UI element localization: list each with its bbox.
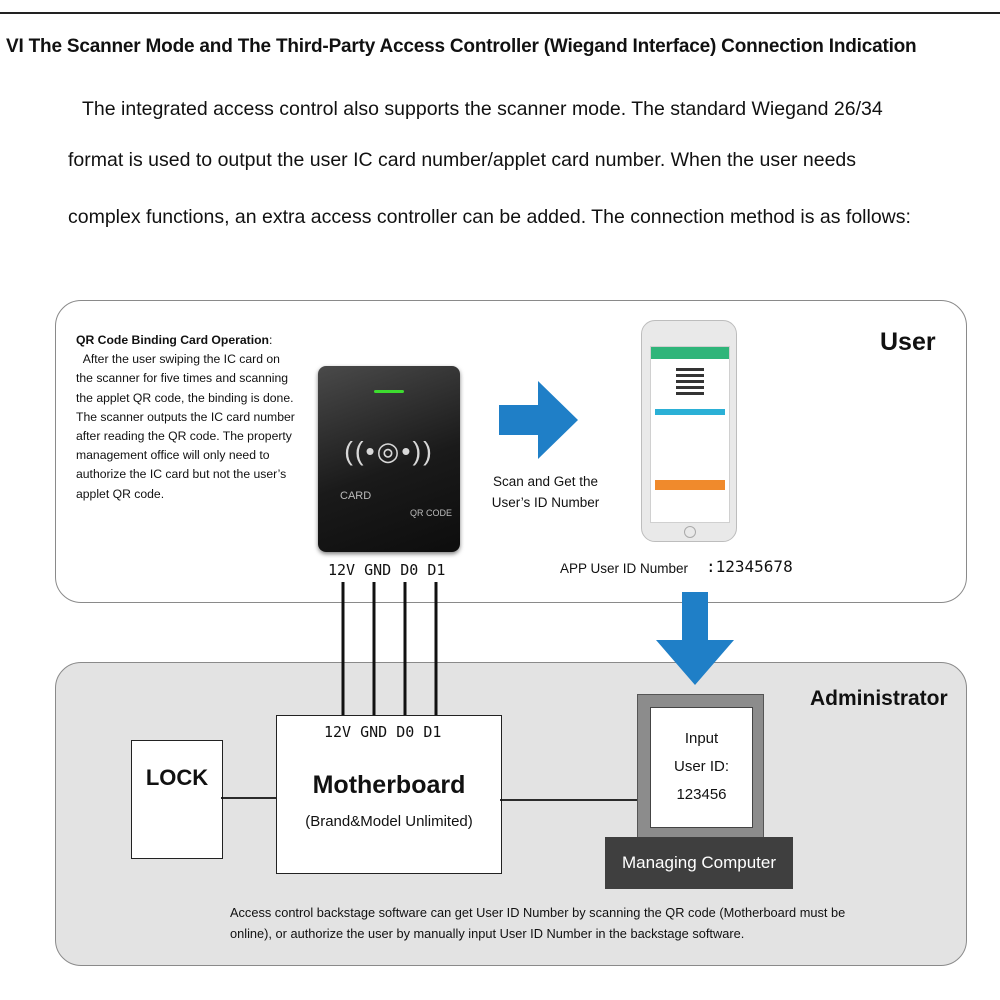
id-transfer-arrow-icon xyxy=(656,592,734,685)
phone-screen xyxy=(650,346,730,523)
app-user-id-label: APP User ID Number xyxy=(560,561,689,576)
top-rule xyxy=(0,12,1000,14)
scan-caption-line-1: Scan and Get the xyxy=(492,474,599,489)
motherboard-title: Motherboard xyxy=(312,771,466,799)
scan-caption-line-2: User’s ID Number xyxy=(491,495,600,510)
scanner-device: ((•◎•)) CARD QR CODE xyxy=(318,366,460,552)
phone-home-button xyxy=(684,526,696,538)
lock-label: LOCK xyxy=(145,765,209,790)
binding-note-title: QR Code Binding Card Operation xyxy=(76,333,269,347)
lock-box: LOCK xyxy=(131,740,223,859)
scanner-card-label: CARD xyxy=(340,490,372,502)
intro-line-1: The integrated access control also suppo… xyxy=(82,98,883,120)
scan-caption: Scan and Get the User’s ID Number xyxy=(483,471,608,513)
monitor-line-3: 123456 xyxy=(676,786,727,803)
scanner-pin-labels: 12V GND D0 D1 xyxy=(328,561,446,579)
qr-code-icon xyxy=(676,367,704,395)
monitor-text: Input User ID: 123456 xyxy=(651,725,752,809)
scan-arrow-icon xyxy=(499,381,578,459)
phone-info-bar xyxy=(655,409,725,415)
smartphone xyxy=(641,320,737,542)
monitor-line-2: User ID: xyxy=(673,758,729,775)
user-panel-title: User xyxy=(880,328,936,356)
app-user-id-value: :12345678 xyxy=(706,557,793,576)
managing-computer-label: Managing Computer xyxy=(621,853,777,872)
scanner-qr-label: QR CODE xyxy=(410,508,453,518)
binding-note-colon: : xyxy=(268,333,273,347)
section-heading: VI The Scanner Mode and The Third-Party … xyxy=(6,36,917,57)
phone-app-header xyxy=(651,347,729,359)
intro-line-2: format is used to output the user IC car… xyxy=(68,149,857,171)
administrator-note: Access control backstage software can ge… xyxy=(230,905,846,941)
motherboard-subtitle: (Brand&Model Unlimited) xyxy=(305,813,473,830)
administrator-panel-title: Administrator xyxy=(810,687,948,710)
intro-line-3: complex functions, an extra access contr… xyxy=(68,206,911,228)
binding-note: QR Code Binding Card Operation: After th… xyxy=(76,331,298,504)
managing-computer-label-box: Managing Computer xyxy=(605,837,793,889)
nfc-wave-icon: ((•◎•)) xyxy=(344,436,434,466)
motherboard-pin-labels: 12V GND D0 D1 xyxy=(324,723,442,741)
motherboard-box: Motherboard (Brand&Model Unlimited) xyxy=(276,715,502,874)
user-panel xyxy=(55,300,967,603)
computer-monitor: Input User ID: 123456 xyxy=(637,694,764,839)
wiegand-wires xyxy=(341,582,438,715)
monitor-line-1: Input xyxy=(684,730,719,747)
phone-action-bar xyxy=(655,480,725,490)
monitor-screen: Input User ID: 123456 xyxy=(650,707,753,828)
binding-note-body: After the user swiping the IC card on th… xyxy=(76,352,299,501)
scanner-led xyxy=(374,390,404,393)
